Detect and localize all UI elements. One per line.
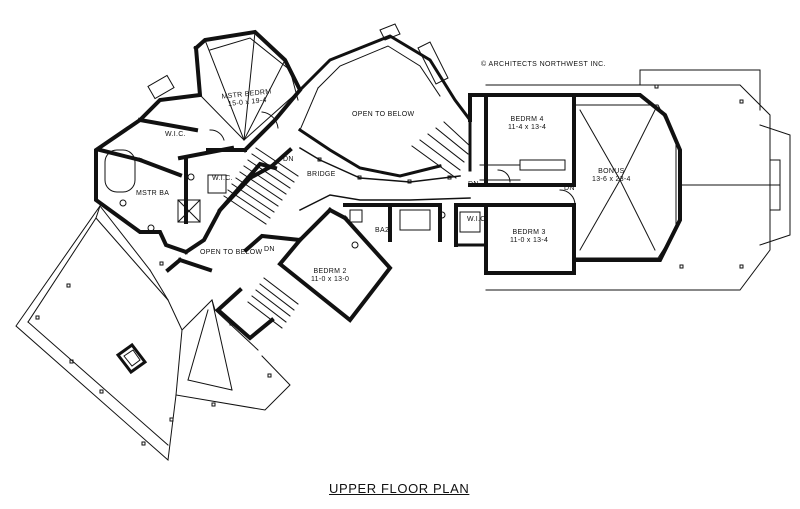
open-to-below-left-label: OPEN TO BELOW — [200, 249, 262, 257]
open-to-below-top-label: OPEN TO BELOW — [352, 111, 414, 119]
bonus-size: 13-6 x 23-4 — [592, 176, 631, 183]
architect-credit: © ARCHITECTS NORTHWEST INC. — [481, 61, 606, 68]
bedrm2-name: BEDRM 2 — [313, 268, 347, 275]
roof-dots — [35, 261, 272, 446]
stair-treads — [223, 147, 299, 329]
wic-3-label: W.I.C. — [467, 216, 488, 224]
bonus-roof — [485, 69, 791, 291]
wic-2-label: W.I.C. — [212, 175, 233, 183]
bridge-name: BRIDGE — [307, 171, 336, 178]
bedrm4-name: BEDRM 4 — [510, 116, 544, 123]
bedrm4-label: BEDRM 4 11-4 x 13-4 — [508, 116, 546, 132]
bedrm2-label: BEDRM 2 11-0 x 13-0 — [311, 268, 349, 284]
ba2-name: BA2 — [375, 227, 390, 234]
open-to-below-upper — [297, 34, 473, 178]
bathroom-2-walls — [343, 203, 442, 242]
ba2-label: BA2 — [375, 227, 389, 235]
wic-1-name: W.I.C. — [165, 131, 186, 138]
wic-3-name: W.I.C. — [467, 216, 488, 223]
master-suite-walls — [94, 29, 303, 255]
plan-title: UPPER FLOOR PLAN — [329, 481, 470, 496]
mstr-ba-label: MSTR BA — [136, 190, 169, 198]
lower-roof — [15, 205, 291, 462]
central-walls — [165, 147, 393, 341]
stair-down-mark-2: DN — [468, 181, 479, 188]
bedrm3-size: 11-0 x 13-4 — [510, 237, 549, 244]
corridor-walls — [454, 118, 488, 247]
master-suite-detail — [104, 31, 301, 232]
roof-vent — [115, 342, 148, 375]
right-wing-walls — [454, 93, 682, 275]
bedrm2-size: 11-0 x 13-0 — [311, 276, 350, 283]
open-to-below-top-name: OPEN TO BELOW — [352, 111, 415, 118]
bridge-label: BRIDGE — [307, 171, 336, 179]
right-wing-detail — [349, 84, 744, 269]
bridge-rail-posts — [317, 157, 452, 184]
stair-down-mark-3: DN — [564, 185, 575, 192]
bedrm3-name: BEDRM 3 — [512, 229, 546, 236]
stair-down-mark-1: DN — [283, 156, 294, 163]
stair-down-mark-4: DN — [264, 246, 275, 253]
open-to-below-left-name: OPEN TO BELOW — [200, 249, 263, 256]
bridge-rails — [298, 146, 471, 212]
wic-2-name: W.I.C. — [212, 175, 233, 182]
bedrm4-size: 11-4 x 13-4 — [508, 124, 547, 131]
bonus-name: BONUS — [598, 168, 625, 175]
bonus-label: BONUS 13-6 x 23-4 — [592, 168, 631, 184]
wic-1-label: W.I.C. — [165, 131, 186, 139]
mstr-ba-name: MSTR BA — [136, 190, 170, 197]
open-to-below-upper-detail — [299, 23, 471, 179]
bedrm3-label: BEDRM 3 11-0 x 13-4 — [510, 229, 548, 245]
